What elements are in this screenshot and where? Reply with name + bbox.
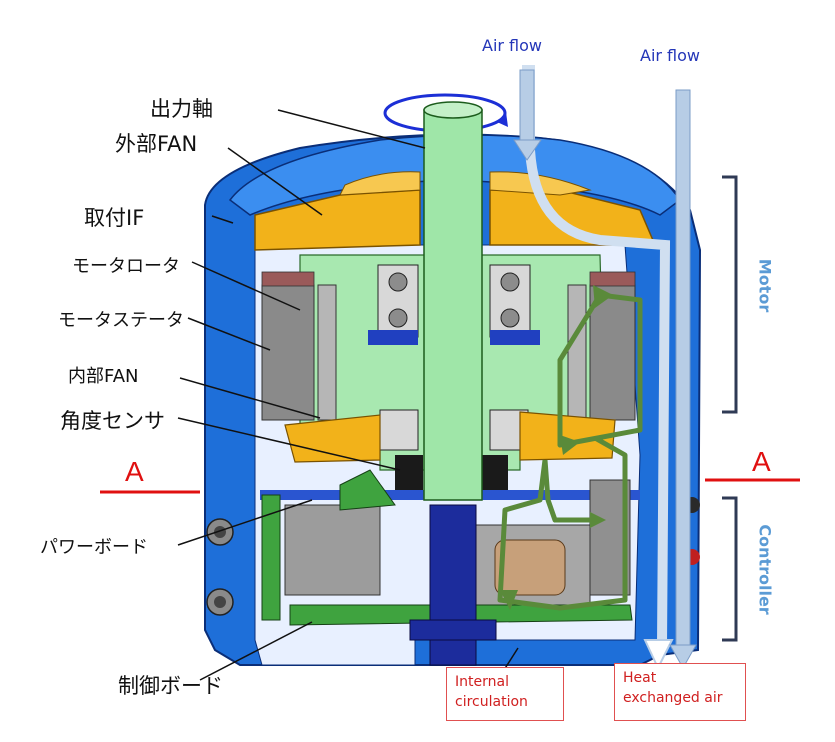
label-mount-if: 取付IF (84, 206, 145, 230)
label-angle-sensor: 角度センサ (60, 409, 165, 433)
label-external-fan: 外部FAN (115, 132, 198, 156)
section-marker-a-left: A (125, 456, 144, 487)
section-line-a (100, 478, 800, 494)
label-control-board: 制御ボード (118, 674, 223, 698)
box-heat-exchanged-air: Heat exchanged air (614, 663, 746, 721)
controller-boards (261, 469, 633, 626)
label-motor-stator: モータステータ (58, 310, 184, 331)
section-marker-a-right: A (752, 446, 771, 477)
box-internal-circulation: Internal circulation (446, 667, 564, 721)
section-brackets (722, 175, 738, 642)
label-airflow-left: Air flow (482, 36, 543, 55)
motor-stator (261, 271, 636, 421)
airflow-path-right (669, 89, 697, 670)
label-internal-fan: 内部FAN (68, 366, 139, 387)
label-motor-rotor: モータロータ (72, 256, 180, 277)
label-output-shaft: 出力軸 (150, 97, 213, 121)
label-power-board: パワーボード (40, 537, 148, 558)
label-section-motor: Motor (755, 258, 775, 313)
internal-fan (284, 411, 616, 463)
airflow-path-left (513, 65, 674, 671)
output-shaft (409, 101, 497, 666)
label-section-controller: Controller (755, 524, 775, 615)
angle-sensor (395, 455, 508, 495)
circulation-arrowheads (500, 285, 613, 610)
leader-lines (177, 109, 519, 681)
internal-circulation-loop (497, 292, 643, 611)
label-airflow-right: Air flow (640, 46, 701, 65)
